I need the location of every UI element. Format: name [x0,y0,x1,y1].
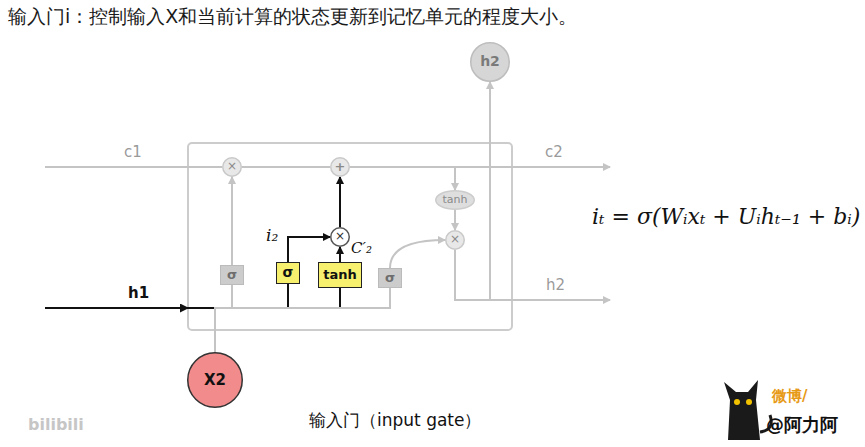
node-outline-shape [331,158,350,177]
node-outline-shape [331,228,350,247]
node-outline-shape [446,231,465,250]
add-op: + [330,157,350,177]
node-text: σ [385,271,395,285]
connector [350,167,455,190]
multiply-op: × [330,227,350,247]
connector [231,177,233,265]
node-text: σ [283,265,294,280]
sigmoid-layer: σ [378,268,402,288]
tanh-op: tanh [435,190,475,210]
node-text: × [335,230,345,243]
node-outline-shape [188,353,243,408]
multiply-op: × [222,157,242,177]
connector [242,166,330,168]
gate-symbol: i₂ [266,226,278,246]
watermark: bilibili [28,416,84,434]
connector [390,240,445,268]
cell-state-name: c1 [124,144,142,161]
node-outline-shape [471,43,510,82]
connector [215,288,390,352]
multiply-op: × [445,230,465,250]
gate-formula: iₜ = σ(Wᵢxₜ + Uᵢhₜ₋₁ + bᵢ) [592,204,860,229]
cell-state-in [45,166,222,168]
node-text: σ [227,268,237,282]
connector [339,247,341,262]
connector [339,177,341,227]
watermark: 微博/ [772,388,807,405]
node-text: tanh [323,268,357,282]
figure-caption: 输入门（input gate） [309,411,481,431]
tanh-layer: tanh [318,262,362,288]
connector [215,285,232,352]
candidate-symbol: C′₂ [351,240,372,257]
cat-mascot [724,380,771,440]
connector [454,210,456,230]
node-text: × [227,160,237,173]
cell-state-name: c2 [545,144,563,161]
hidden-state-name: h2 [546,277,565,294]
watermark: @阿力阿 [766,415,838,436]
sigmoid-layer: σ [276,262,300,284]
cell-frame [188,143,512,330]
node-text: + [335,160,346,174]
node-outline-shape [436,191,475,210]
hidden-in [45,307,188,309]
slide-title: 输入门i：控制输入X和当前计算的状态更新到记忆单元的程度大小。 [8,6,577,28]
output-circle: h2 [470,42,510,82]
sigmoid-layer: σ [220,265,244,285]
connector [215,284,288,352]
node-text: X2 [204,372,226,389]
hidden-state-name: h1 [128,285,149,302]
node-text: tanh [443,194,468,206]
node-text: h2 [480,54,500,69]
connector [288,237,330,262]
node-outline-shape [223,158,242,177]
connector [215,288,340,352]
node-text: × [450,233,460,246]
input-circle: X2 [187,352,243,408]
